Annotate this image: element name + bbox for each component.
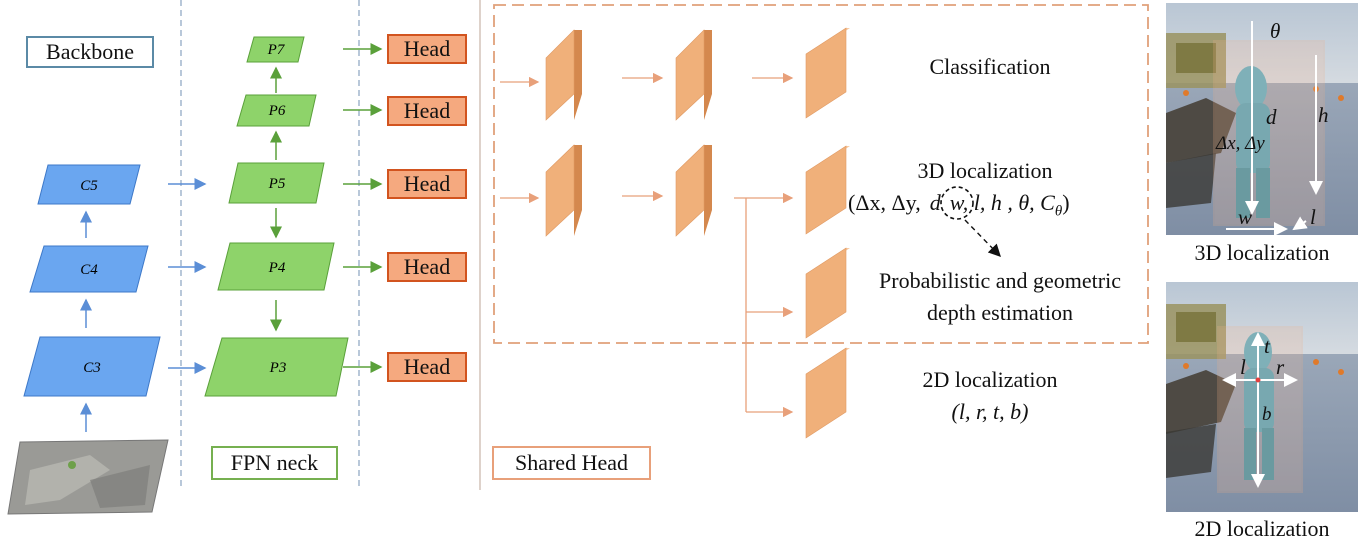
feature-map-p5 <box>228 162 325 204</box>
fpn-neck-label: FPN neck <box>211 446 338 480</box>
photo-3d-l: l <box>1310 205 1316 229</box>
label-p5: P5 <box>268 176 286 192</box>
photo-3d-caption: 3D localization <box>1194 240 1330 265</box>
photo-2d-b: b <box>1262 404 1272 425</box>
conv-block <box>675 29 712 121</box>
feature-map-c3 <box>23 336 161 397</box>
label-p6: P6 <box>268 103 286 119</box>
conv-block <box>675 144 712 237</box>
conv-block <box>545 29 582 121</box>
shared-head-label: Shared Head <box>492 446 651 480</box>
photo-3d-theta: θ <box>1270 19 1281 43</box>
loc2d-formula: (l, r, t, b) <box>951 399 1029 424</box>
head-box-p7: Head <box>387 34 467 64</box>
head-box-p3: Head <box>387 352 467 382</box>
photo-2d-l: l <box>1240 355 1246 379</box>
label-p4: P4 <box>268 260 286 276</box>
loc3d-d-symbol: d <box>929 190 941 215</box>
depth-line1: Probabilistic and geometric <box>879 268 1121 293</box>
conv-block <box>805 347 850 439</box>
depth-highlight-circle <box>940 186 974 220</box>
depth-pointer-arrow <box>964 219 1001 258</box>
conv-block <box>805 247 850 339</box>
photo-2d-r: r <box>1276 355 1285 379</box>
classification-label: Classification <box>929 54 1051 79</box>
loc3d-formula-part: w, l, h , θ, C <box>949 190 1055 215</box>
depth-line2: depth estimation <box>926 300 1074 325</box>
label-c4: C4 <box>80 262 98 278</box>
photo-3d-w: w <box>1238 205 1253 229</box>
backbone-label: Backbone <box>26 36 154 68</box>
loc2d-title: 2D localization <box>922 367 1058 392</box>
input-image-texture <box>25 455 110 505</box>
photo-3d-d: d <box>1266 105 1277 129</box>
shared-head-frame <box>493 4 1149 344</box>
photo-2d-localization: t l r b <box>1166 282 1358 512</box>
feature-map-p3 <box>204 337 349 397</box>
feature-map-c5 <box>37 164 141 205</box>
photo-3d-h: h <box>1318 103 1329 127</box>
feature-map-p7 <box>246 36 305 63</box>
head-box-p4: Head <box>387 252 467 282</box>
label-p3: P3 <box>269 360 287 376</box>
conv-block <box>545 144 582 237</box>
loc3d-formula-close: ) <box>1062 190 1070 215</box>
label-c5: C5 <box>80 178 98 194</box>
label-p7: P7 <box>267 42 286 58</box>
photo-2d-caption: 2D localization <box>1194 516 1330 541</box>
head-box-p6: Head <box>387 96 467 126</box>
label-c3: C3 <box>83 360 101 376</box>
photo-3d-localization: θ d h Δx, Δy w l <box>1166 3 1358 235</box>
conv-block <box>805 27 850 119</box>
loc3d-formula-part: (Δx, Δy, <box>848 190 921 215</box>
loc3d-title: 3D localization <box>917 158 1053 183</box>
loc3d-theta-sub: θ <box>1054 203 1063 220</box>
feature-map-c4 <box>29 245 149 293</box>
loc3d-formula: (Δx, Δy, d w, l, h , θ, Cθ) <box>848 190 1138 220</box>
head-box-p5: Head <box>387 169 467 199</box>
conv-block <box>805 145 850 235</box>
feature-map-p4 <box>217 242 335 291</box>
photo-3d-scene <box>1166 3 1358 235</box>
photo-2d-scene <box>1166 282 1358 512</box>
input-image-texture <box>90 465 150 508</box>
photo-3d-dxdy: Δx, Δy <box>1216 133 1265 154</box>
input-image-figure <box>68 461 76 469</box>
photo-2d-t: t <box>1264 334 1270 358</box>
feature-map-p6 <box>236 94 317 127</box>
